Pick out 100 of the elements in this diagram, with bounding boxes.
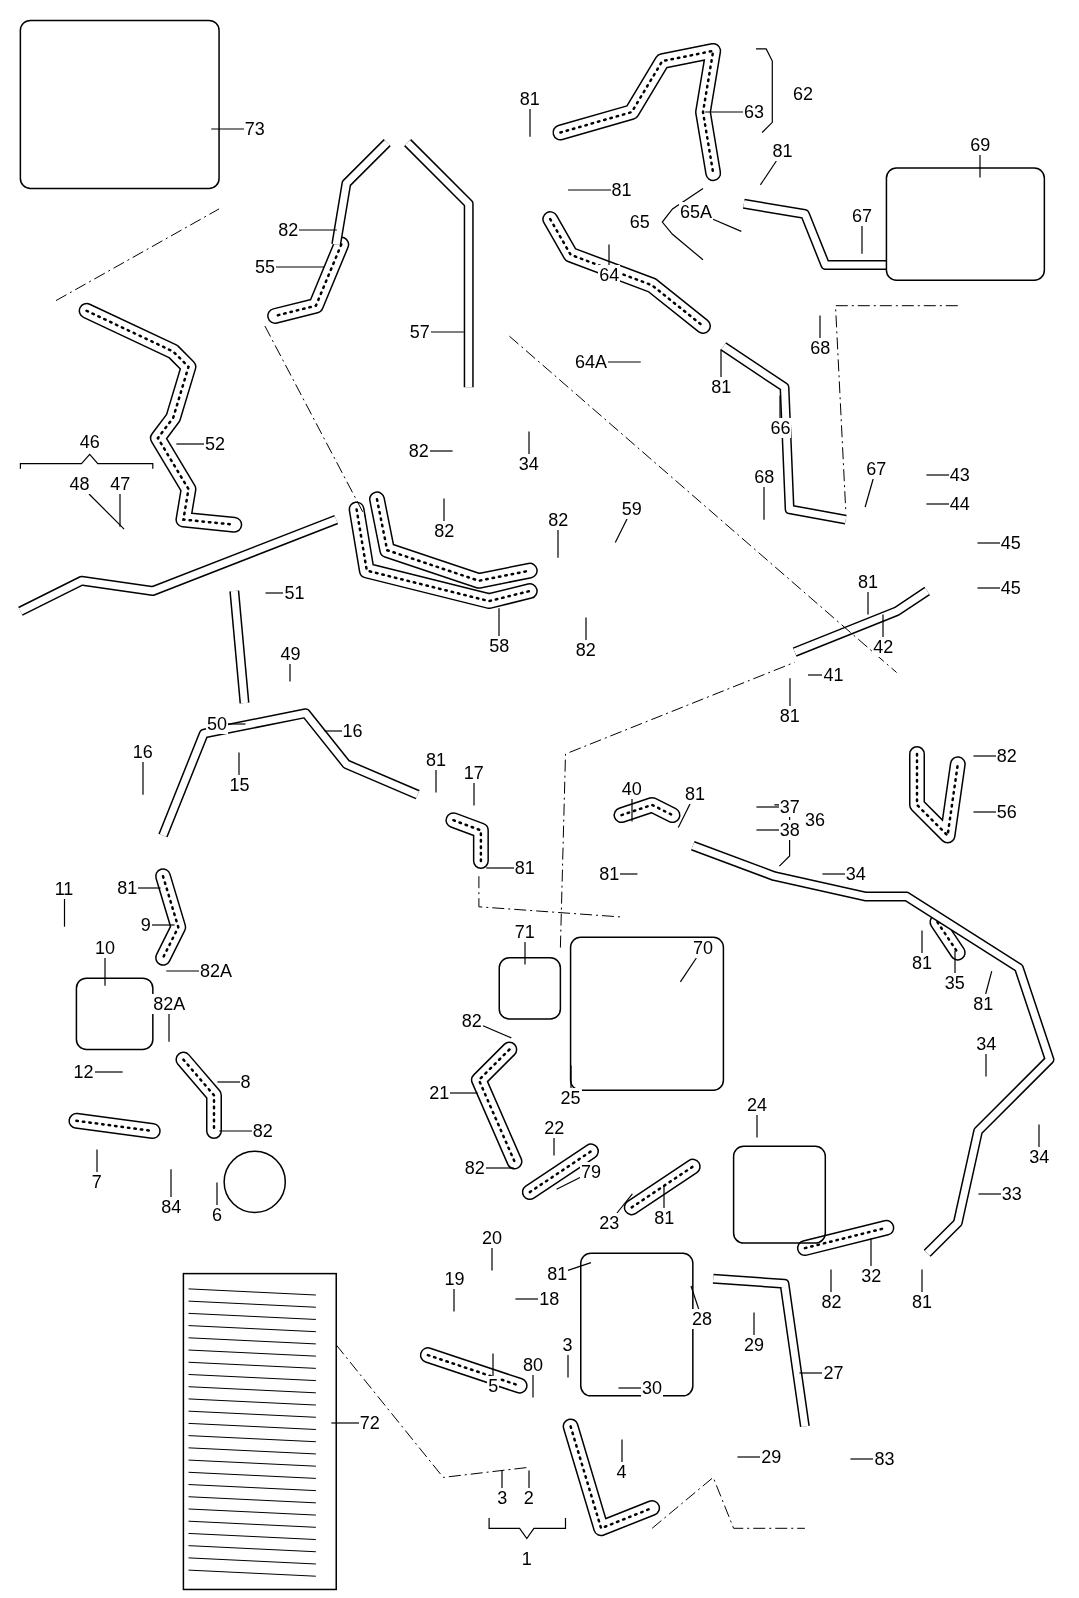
leader-line <box>330 1422 360 1424</box>
leader-line <box>617 1387 642 1389</box>
leader-line <box>453 1288 455 1313</box>
leader-line <box>985 970 993 995</box>
leader-line <box>679 957 697 983</box>
leader-line <box>712 218 742 232</box>
leader-line <box>567 189 612 191</box>
leader-line <box>756 1114 758 1139</box>
leader-line <box>608 243 610 266</box>
callout-number: 50 <box>206 714 229 735</box>
leader-line <box>498 607 500 637</box>
leader-line <box>759 160 777 186</box>
leader-line <box>119 493 121 528</box>
callout-number: 28 <box>691 1309 714 1330</box>
leader-line <box>528 1469 530 1489</box>
leader-line <box>435 769 437 794</box>
leader-line <box>607 361 642 363</box>
leader-line <box>529 108 531 138</box>
leader-line <box>142 761 144 796</box>
leader-line <box>736 1456 761 1458</box>
callout-number: 38 <box>778 820 801 841</box>
leader-line <box>821 873 846 875</box>
leader-line <box>570 1064 572 1089</box>
callout-number: 65A <box>678 201 713 222</box>
leader-line <box>882 613 884 638</box>
leader-line <box>925 474 950 476</box>
leader-line <box>789 677 791 707</box>
leader-line <box>532 1374 534 1399</box>
leader-line <box>614 518 628 543</box>
leader-line <box>491 1247 493 1272</box>
leader-line <box>972 755 997 757</box>
leader-line <box>227 723 247 725</box>
leader-line <box>979 154 981 179</box>
callout-number: 82A <box>152 993 187 1014</box>
leader-line <box>663 1184 665 1209</box>
leader-line <box>755 806 780 808</box>
leader-line <box>704 111 744 113</box>
leader-line <box>921 1268 923 1293</box>
leader-line <box>1038 1123 1040 1148</box>
leader-line <box>976 542 1001 544</box>
leader-line <box>94 1071 124 1073</box>
callout-number: 70 <box>692 937 715 958</box>
leader-line <box>151 924 176 926</box>
leader-line <box>289 663 291 683</box>
leader-line <box>807 674 823 676</box>
leader-line <box>867 591 869 616</box>
leader-line <box>238 751 240 776</box>
leader-line <box>819 314 821 339</box>
leader-line <box>216 1081 241 1083</box>
leader-line <box>985 1053 987 1078</box>
leader-line <box>501 1469 503 1489</box>
leader-line <box>137 887 162 889</box>
leader-line <box>861 225 863 255</box>
leader-line <box>323 730 343 732</box>
leader-line <box>720 348 722 378</box>
leader-line <box>798 1372 823 1374</box>
leader-line <box>528 430 530 455</box>
leader-line <box>63 898 66 928</box>
leader-line <box>514 1298 539 1300</box>
callout-number: 79 <box>579 1161 602 1182</box>
leader-line <box>485 1167 515 1169</box>
leader-line <box>88 493 125 530</box>
leader-line <box>677 803 691 828</box>
leader-line <box>621 1438 623 1463</box>
leader-line <box>473 782 475 807</box>
leader-line <box>567 1354 569 1379</box>
leader-line <box>690 1285 700 1310</box>
leader-line <box>976 587 1001 589</box>
leader-line <box>429 450 454 452</box>
leader-line <box>870 1237 872 1267</box>
leader-line <box>264 592 284 594</box>
leader-line <box>755 829 780 831</box>
leader-line <box>753 1311 755 1336</box>
leader-line <box>96 1148 98 1173</box>
leader-line <box>430 331 465 333</box>
leader-line <box>218 1130 253 1132</box>
leader-line <box>553 1137 555 1157</box>
leader-line <box>779 394 781 419</box>
leader-line <box>216 1181 218 1206</box>
leader-line <box>556 1176 581 1190</box>
leader-line <box>168 1013 170 1043</box>
callout-number: 42 <box>872 637 895 657</box>
leader-line <box>585 616 587 641</box>
leader-line <box>830 1268 832 1293</box>
leader-line <box>485 867 515 869</box>
leader-line <box>449 1092 479 1094</box>
leader-line <box>567 1262 592 1271</box>
leader-line <box>165 970 200 972</box>
callout-number: 59 <box>620 499 643 520</box>
leader-line <box>524 941 526 966</box>
leader-line <box>849 1458 874 1460</box>
leader-line <box>954 949 956 974</box>
leader-line <box>104 957 106 987</box>
leader-line <box>972 811 997 813</box>
leader-line <box>275 266 325 268</box>
leader-line <box>557 529 559 559</box>
leader-line <box>492 1352 494 1377</box>
leader-line <box>482 1025 512 1039</box>
leader-line <box>443 497 445 522</box>
leader-line <box>864 478 874 508</box>
